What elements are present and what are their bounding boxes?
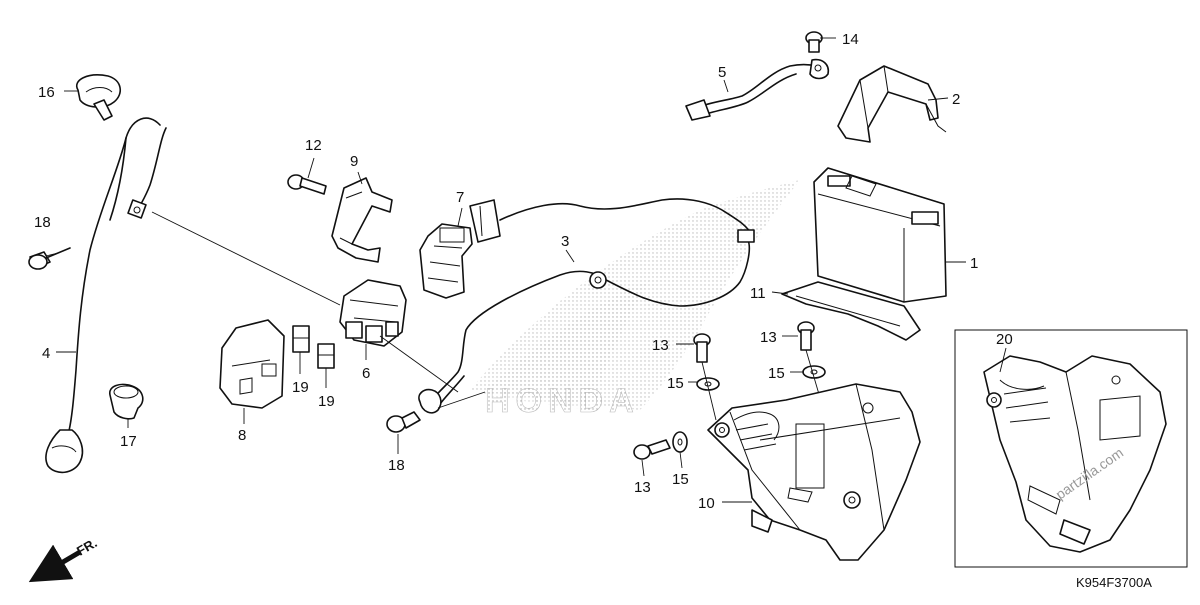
diagram-code: K954F3700A (1076, 575, 1152, 590)
bolt-13-mid (693, 333, 711, 363)
callout-13-mid: 13 (652, 337, 669, 354)
callout-5: 5 (718, 64, 726, 81)
bolt-13-top (797, 321, 815, 351)
cover-7 (419, 223, 473, 299)
washer-15-c (672, 431, 688, 453)
bolt-18-right (386, 411, 421, 433)
callout-14: 14 (842, 31, 859, 48)
callout-15c: 15 (672, 471, 689, 488)
front-arrow-icon (28, 544, 82, 583)
callout-19a: 19 (292, 379, 309, 396)
callout-18-right: 18 (388, 457, 405, 474)
callout-6: 6 (362, 365, 370, 382)
callout-11: 11 (750, 285, 766, 302)
callout-1: 1 (970, 255, 978, 272)
callout-18-left: 18 (34, 214, 51, 231)
inset-frame (954, 329, 1188, 568)
callout-13-top: 13 (760, 329, 777, 346)
callout-2: 2 (952, 91, 960, 108)
fuse-19a (292, 325, 310, 353)
callout-3: 3 (561, 233, 569, 250)
callout-numbers: 16 18 4 17 12 9 7 6 8 19 19 18 3 5 14 2 … (34, 31, 1013, 512)
callout-12: 12 (305, 137, 322, 154)
callout-15b: 15 (768, 365, 785, 382)
callout-8: 8 (238, 427, 246, 444)
callout-10: 10 (698, 495, 715, 512)
callout-7: 7 (456, 189, 464, 206)
washer-15-a (696, 377, 720, 391)
clamp-16 (75, 74, 121, 121)
callout-20: 20 (996, 331, 1013, 348)
relay-6 (339, 279, 407, 347)
battery-case-20-inset: partzilla.com (983, 355, 1167, 553)
callout-13-low: 13 (634, 479, 651, 496)
cable-5 (685, 58, 830, 121)
cable-3 (418, 198, 755, 414)
callout-19b: 19 (318, 393, 335, 410)
honda-watermark-text: HONDA (485, 382, 640, 420)
fuse-19b (317, 343, 335, 369)
bolt-12 (287, 174, 327, 195)
callout-9: 9 (350, 153, 358, 170)
bracket-9 (331, 177, 393, 263)
callout-15a: 15 (667, 375, 684, 392)
bolt-14 (805, 31, 823, 53)
bolt-18-left (28, 247, 71, 270)
callout-16: 16 (38, 84, 55, 101)
front-direction-indicator: FR. (28, 535, 100, 583)
callout-17: 17 (120, 433, 137, 450)
battery-1 (813, 167, 947, 303)
clamp-17 (109, 383, 144, 420)
cover-8 (219, 319, 285, 409)
battery-pad-11 (781, 281, 921, 341)
callout-leaders (45, 37, 1007, 503)
bolt-13-low (633, 439, 671, 460)
callout-4: 4 (42, 345, 50, 362)
battery-case-10 (707, 383, 921, 561)
cable-4 (45, 117, 167, 474)
battery-cover-2 (837, 65, 947, 143)
